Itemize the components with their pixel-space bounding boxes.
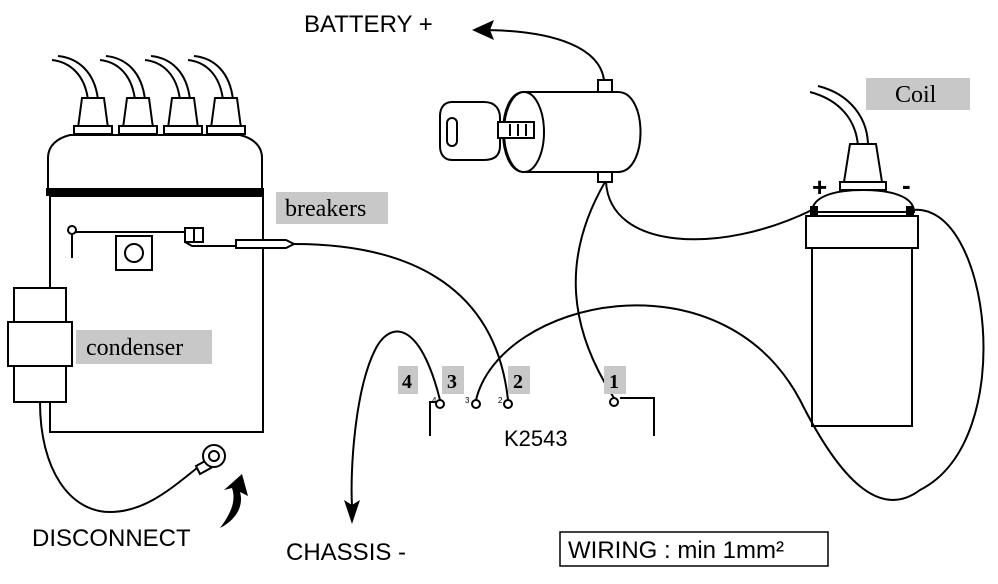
pin-3-small: 3 [465, 396, 470, 405]
coil-hv-lead-b [817, 85, 869, 147]
chassis-label: CHASSIS - [286, 539, 406, 566]
module-label: K2543 [504, 426, 568, 451]
breaker-grommet [235, 239, 297, 249]
chassis-arrow-icon [344, 500, 360, 524]
key-hole-icon [446, 117, 458, 147]
pin-3-label: 3 [447, 371, 457, 393]
battery-label: BATTERY + [304, 11, 433, 38]
breakers-label: breakers [285, 196, 366, 222]
wire-breakers-to-pin2 [293, 243, 509, 401]
distributor-cap-band [46, 188, 264, 196]
plug-boot-1 [76, 97, 110, 129]
pin-4-terminal [435, 399, 445, 409]
ignition-switch [439, 20, 642, 183]
pin-2-label: 2 [513, 371, 523, 393]
cam [124, 243, 144, 263]
wire-pin3-to-coil-minus [475, 208, 985, 501]
pin-2-label-bg [508, 366, 530, 394]
battery-lead [479, 29, 605, 81]
plug-boot-3 [166, 97, 200, 129]
key-blade [497, 121, 535, 139]
plug-boot-ring-3 [163, 125, 203, 135]
breaker-lead [184, 241, 236, 247]
coil-label-bg [866, 78, 970, 110]
condenser-cap-top [13, 287, 67, 323]
pin-3-terminal [471, 399, 481, 409]
condenser [7, 287, 248, 528]
plug-boot-ring-1 [73, 125, 113, 135]
condenser-cap-bottom [13, 365, 67, 403]
coil-body [811, 247, 913, 427]
coil-tower-ring [839, 181, 887, 191]
condenser-label-bg [76, 330, 212, 364]
plug-lead-4b [193, 55, 234, 101]
breakers-label-bg [276, 192, 388, 224]
coil-label: Coil [895, 82, 937, 108]
plug-lead-1 [51, 59, 89, 101]
disconnect-arrow-icon [220, 474, 248, 528]
coil-top [810, 188, 916, 213]
distributor [46, 55, 297, 433]
condenser-body [7, 321, 73, 367]
coil-terminal-plus [810, 206, 818, 216]
plug-lead-3 [144, 59, 181, 101]
module-bracket-left [429, 401, 438, 436]
coil-minus-label: - [902, 170, 911, 200]
wire-switch-to-pin1 [574, 181, 615, 399]
plug-boot-ring-4 [206, 125, 246, 135]
coil-plus-label: + [812, 172, 827, 202]
breaker-pivot [67, 225, 77, 235]
plug-boot-4 [209, 97, 243, 129]
plug-lead-2 [99, 59, 136, 101]
coil-band [805, 215, 919, 249]
wire-switch-to-coil-plus [605, 181, 813, 241]
coil [805, 85, 919, 427]
wiring-note-box [559, 531, 829, 567]
battery-arrow-icon [472, 20, 494, 40]
pin-4-small: 4 [432, 396, 437, 405]
pin-4-label: 4 [402, 371, 412, 393]
coil-terminal-minus [906, 206, 914, 216]
module-k2543: 4 3 2 [429, 396, 655, 436]
wire-pin4-to-chassis [350, 330, 441, 507]
condenser-label: condenser [86, 335, 183, 361]
pin-2-small: 2 [498, 396, 503, 405]
pin-1-label-bg [604, 366, 626, 394]
condenser-lead [39, 401, 206, 514]
plug-lead-3b [150, 55, 191, 101]
pin-1-label: 1 [609, 371, 619, 393]
plug-lead-2b [105, 55, 146, 101]
disconnect-label: DISCONNECT [32, 525, 191, 552]
module-bracket-right [620, 397, 655, 436]
pin-4-label-bg [398, 366, 418, 394]
coil-tower [842, 143, 884, 183]
coil-hv-lead-a [809, 91, 859, 147]
wiring-note: WIRING : min 1mm² [568, 537, 784, 564]
pin-3-label-bg [442, 366, 464, 394]
plug-lead-1b [57, 55, 99, 101]
ring-terminal-hole [208, 450, 220, 462]
plug-boot-2 [121, 97, 155, 129]
pin-2-terminal [503, 399, 513, 409]
plug-lead-4 [187, 59, 224, 101]
plug-boot-ring-2 [118, 125, 158, 135]
distributor-cap [47, 134, 263, 193]
pin-1-terminal [609, 397, 619, 407]
